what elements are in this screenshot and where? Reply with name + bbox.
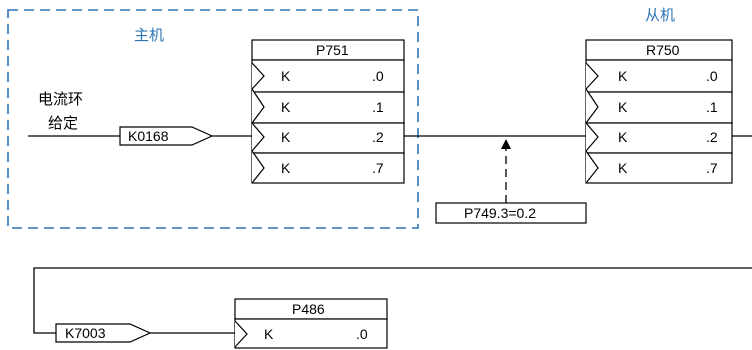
block-p751-inputs-zigzag xyxy=(251,62,265,184)
block-r750-inputs-zigzag xyxy=(585,62,599,184)
block-p751-row-cell xyxy=(251,59,405,93)
input-label-line2: 给定 xyxy=(48,114,78,132)
master-region: 主机 xyxy=(7,9,419,229)
connector-k0168-label: K0168 xyxy=(128,128,169,144)
connector-k7003-label: K7003 xyxy=(65,325,106,341)
parameter-box-frame xyxy=(435,202,587,224)
block-p751-title: P751 xyxy=(316,42,349,58)
block-r750-row-1-right: .1 xyxy=(706,99,718,115)
block-r750-title: R750 xyxy=(646,42,680,58)
connector-k7003-shape xyxy=(55,323,152,343)
block-r750: R750 K .0 K .1 K .2 K .7 xyxy=(585,39,733,184)
feedback-line xyxy=(33,267,752,334)
input-label-line1: 电流环 xyxy=(38,90,83,108)
block-p751-row-0-right: .0 xyxy=(372,68,384,84)
block-p751: P751 K .0 K .1 K .2 K .7 xyxy=(251,39,405,184)
block-r750-row-0-left: K xyxy=(618,68,628,84)
connector-k7003: K7003 xyxy=(55,323,152,343)
block-p751-row-1-left: K xyxy=(281,99,291,115)
block-r750-row-3-left: K xyxy=(618,160,628,176)
parameter-box-label: P749.3=0.2 xyxy=(464,205,536,221)
block-p486-inputs-zigzag xyxy=(234,320,248,348)
block-p751-row-2-right: .2 xyxy=(372,129,384,145)
block-p486: P486 K .0 xyxy=(234,298,388,349)
block-p751-row-1-right: .1 xyxy=(372,99,384,115)
block-r750-row-0-right: .0 xyxy=(706,68,718,84)
block-p751-row-3-right: .7 xyxy=(372,160,384,176)
block-r750-row-3-right: .7 xyxy=(706,160,718,176)
master-dashed-border xyxy=(7,9,419,229)
block-p486-row-cell xyxy=(234,318,388,349)
parameter-box: P749.3=0.2 xyxy=(435,202,587,224)
block-r750-row-cell xyxy=(585,152,733,184)
block-p486-row-0-left: K xyxy=(264,326,274,342)
block-p751-row-2-left: K xyxy=(281,129,291,145)
slave-title: 从机 xyxy=(645,7,675,24)
block-p486-title: P486 xyxy=(292,301,325,317)
block-r750-row-1-left: K xyxy=(618,99,628,115)
block-r750-row-cell xyxy=(585,122,733,154)
block-p486-row-0-right: .0 xyxy=(356,326,368,342)
master-title: 主机 xyxy=(134,27,164,44)
connector-k0168-shape xyxy=(119,126,214,146)
connector-k0168: K0168 xyxy=(119,126,214,146)
block-r750-row-2-left: K xyxy=(618,129,628,145)
block-r750-row-2-right: .2 xyxy=(706,129,718,145)
block-r750-row-cell xyxy=(585,59,733,93)
block-p751-row-3-left: K xyxy=(281,160,291,176)
block-p751-row-0-left: K xyxy=(281,68,291,84)
